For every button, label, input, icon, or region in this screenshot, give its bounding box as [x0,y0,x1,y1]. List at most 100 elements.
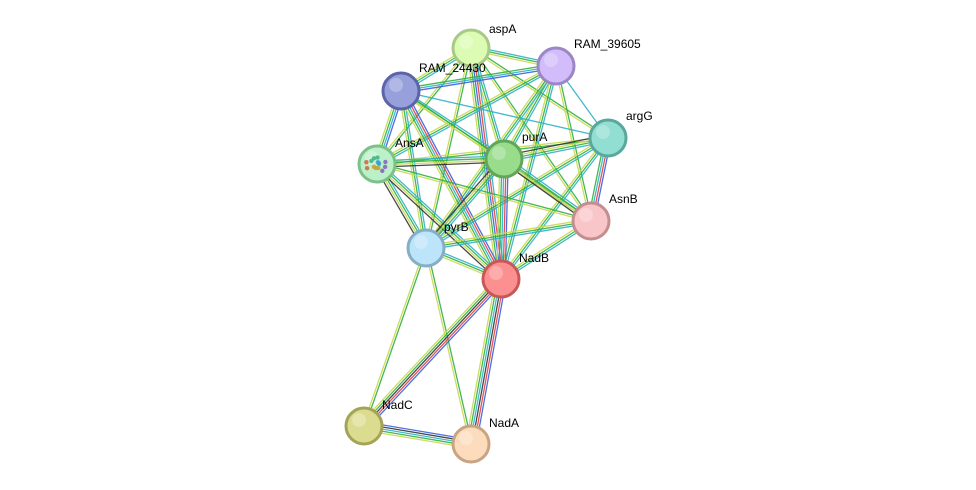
edge-line-cyan [401,88,506,158]
edge-pyrB-NadA[interactable] [424,247,473,445]
node-circle [481,259,521,299]
edge-AnsA-purA[interactable] [376,155,505,168]
edge-line-yellow [424,157,504,248]
node-label: RAM_39605 [574,37,641,51]
edge-line-green [498,158,503,279]
node-circle [451,28,491,68]
node-aspa[interactable]: aspA [451,22,516,68]
node-pyrb[interactable]: pyrB [406,220,469,268]
edge-line-yellow [424,248,471,445]
node-argg[interactable]: argG [588,109,653,158]
edge-line-yellow [362,247,426,426]
edge-line-black [471,279,503,445]
node-highlight [492,146,506,160]
edge-line-yellow [398,91,425,249]
node-label: purA [522,130,547,144]
edge-line-yellow [498,65,555,279]
edge-line-cyan [402,90,429,248]
node-label: NadC [382,398,413,412]
edge-NadB-NadA[interactable] [465,277,507,446]
edge-line-black [377,161,505,168]
node-label: AsnB [609,192,638,206]
node-label: pyrB [444,220,469,234]
edge-line-cyan [426,222,592,251]
edge-line-red [365,279,504,428]
edge-AnsA-AsnB[interactable] [376,162,592,223]
edge-RAM_24430-argG[interactable] [400,90,609,139]
edge-line-cyan [469,278,501,444]
edge-AnsA-NadB[interactable] [374,161,504,282]
edges-layer [360,45,612,449]
node-pura[interactable]: purA [484,130,547,179]
edge-line-yellow [498,136,607,279]
node-nada[interactable]: NadA [451,416,519,464]
edge-line-black [423,156,503,247]
edge-line-green [398,91,500,281]
edge-line-cyan [502,138,611,281]
edge-line-blue [401,67,557,94]
node-highlight [459,431,473,445]
node-circle [536,46,576,86]
edge-line-cyan [427,160,507,251]
node-nadc[interactable]: NadC [344,398,413,446]
node-ansa[interactable]: AnsA [357,136,424,184]
node-nadb[interactable]: NadB [481,251,549,299]
edge-line-yellow [375,63,556,163]
edge-argG-pyrB[interactable] [424,135,610,251]
edge-line-yellow [496,158,501,279]
node-circle [484,139,524,179]
edge-line-green [361,277,500,426]
edge-line-green [426,247,473,444]
edge-line-yellow [375,164,501,281]
edge-line-yellow [376,164,591,223]
node-asnb[interactable]: AsnB [571,192,638,241]
node-circle [344,406,384,446]
edge-RAM_24430-pyrB[interactable] [398,90,429,249]
edge-NadB-NadC[interactable] [360,275,505,430]
node-ram-39605[interactable]: RAM_39605 [536,37,641,86]
edge-purA-NadB[interactable] [496,158,509,280]
edge-line-green [426,48,473,249]
edge-purA-pyrB[interactable] [423,156,507,251]
edge-line-green [425,220,592,249]
node-highlight [389,78,403,92]
node-highlight [352,413,366,427]
node-highlight [544,53,558,67]
node-highlight [579,208,593,222]
node-label: AnsA [395,136,424,150]
edge-line-green [425,137,609,249]
edge-line-green [376,65,557,165]
edge-line-cyan [378,161,504,278]
node-label: aspA [489,22,516,36]
edge-line-black [374,165,500,282]
edge-line-green [467,278,499,444]
edge-line-cyan [500,158,505,280]
node-highlight [489,266,503,280]
edge-line-yellow [466,48,498,280]
edge-line-red [402,89,504,279]
edge-line-yellow [396,92,498,282]
node-circle [571,201,611,241]
edge-line-green [400,63,556,90]
node-ram-24430[interactable]: RAM_24430 [381,61,486,111]
node-circle [381,71,421,111]
edge-pyrB-NadC[interactable] [362,247,428,427]
node-circle [588,118,628,158]
edge-line-yellow [425,218,591,247]
node-label: argG [626,109,653,123]
edge-argG-NadB[interactable] [498,136,611,281]
edge-line-cyan [400,90,609,139]
node-label: NadA [489,416,519,430]
edge-line-red [502,159,507,280]
edge-AsnB-pyrB[interactable] [425,218,592,251]
edge-line-green [364,248,428,427]
edge-line-green [400,90,427,249]
node-highlight [459,35,473,49]
edge-RAM_39605-RAM_24430[interactable] [400,63,557,94]
edge-line-yellow [465,277,497,444]
node-label: NadB [519,251,549,265]
edge-line-yellow [424,135,608,247]
edge-line-yellow [360,275,499,424]
node-circle [451,424,491,464]
